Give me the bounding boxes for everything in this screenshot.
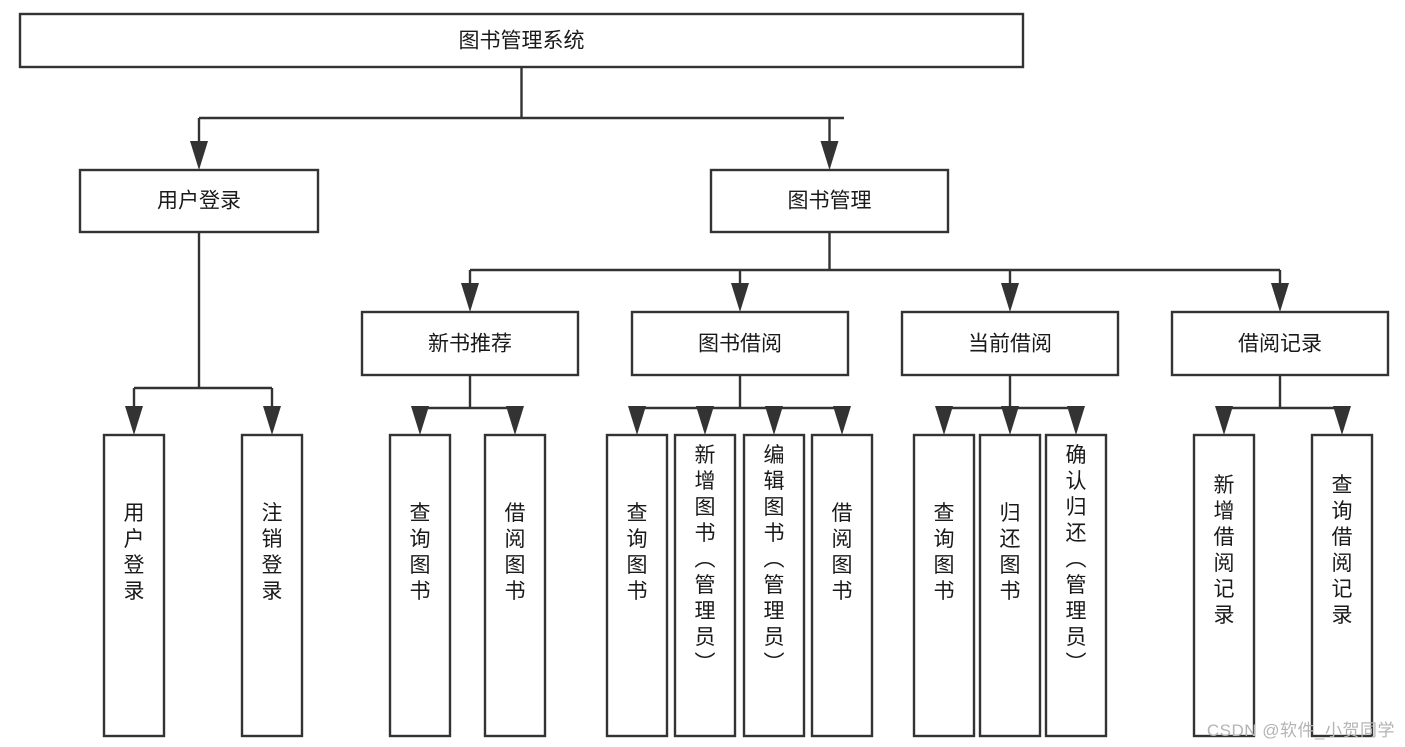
node-leaf-edit-book[interactable]: 编辑图书︵管理员︶	[742, 433, 806, 738]
node-leaf-query-borrow-record-label: 查询借阅记录	[1332, 474, 1353, 627]
arrow-to-book-management	[820, 141, 839, 170]
node-current-borrow-label: 当前借阅	[968, 333, 1052, 356]
node-leaf-borrow-book-recommend-box[interactable]	[483, 433, 547, 738]
arrow-to-leaf-add-book	[696, 406, 714, 435]
node-leaf-query-book-current[interactable]: 查询图书	[912, 433, 976, 738]
arrow-to-leaf-query-book-b	[411, 406, 429, 435]
arrow-to-leaf-query-book-c	[628, 406, 646, 435]
node-leaf-add-borrow-record-box[interactable]	[1192, 433, 1256, 738]
node-leaf-query-book-recommend-box[interactable]	[388, 433, 452, 738]
node-leaf-add-borrow-record-label: 新增借阅记录	[1214, 474, 1235, 627]
node-leaf-query-book-borrow-box[interactable]	[605, 433, 669, 738]
node-book-borrow-label: 图书借阅	[698, 333, 782, 356]
node-leaf-add-book-box[interactable]	[673, 433, 737, 738]
node-leaf-edit-book-box[interactable]	[742, 433, 806, 738]
arrow-to-book-borrow	[731, 283, 749, 312]
node-leaf-query-borrow-record-box[interactable]	[1310, 433, 1374, 738]
node-leaf-add-book[interactable]: 新增图书︵管理员︶	[673, 433, 737, 738]
node-borrow-record-box[interactable]	[1170, 310, 1390, 377]
arrow-to-leaf-edit-book	[765, 406, 783, 435]
arrow-to-leaf-add-record	[1215, 406, 1233, 435]
node-root[interactable]: 图书管理系统	[18, 12, 1025, 69]
node-leaf-logout-label: 注销登录	[262, 502, 283, 603]
connector-bookmgmt-to-level3	[468, 232, 1282, 285]
connector-root-to-level2	[197, 67, 844, 143]
node-new-book-recommend-box[interactable]	[360, 310, 580, 377]
node-leaf-user-login-box[interactable]	[102, 433, 166, 738]
node-leaf-borrow-book-borrow-box[interactable]	[810, 433, 874, 738]
arrow-to-new-book-recommend	[461, 283, 479, 312]
arrow-to-leaf-return-book	[1001, 406, 1019, 435]
node-leaf-confirm-return-box[interactable]	[1044, 433, 1108, 738]
node-book-borrow[interactable]: 图书借阅	[630, 310, 850, 377]
node-new-book-recommend-label: 新书推荐	[428, 333, 512, 356]
node-leaf-query-book-borrow[interactable]: 查询图书	[605, 433, 669, 738]
node-book-management-label: 图书管理	[788, 190, 872, 213]
node-book-management-box[interactable]	[709, 168, 950, 234]
node-leaf-query-book-recommend[interactable]: 查询图书	[388, 433, 452, 738]
node-leaf-add-borrow-record[interactable]: 新增借阅记录	[1192, 433, 1256, 738]
arrow-to-leaf-logout	[263, 406, 281, 435]
node-leaf-logout-box[interactable]	[240, 433, 304, 738]
connector-userlogin-to-leaves	[132, 232, 274, 409]
node-leaf-return-book-label: 归还图书	[1000, 502, 1021, 603]
node-borrow-record[interactable]: 借阅记录	[1170, 310, 1390, 377]
connector-borrow-to-leaves	[635, 375, 844, 412]
node-leaf-borrow-book-borrow-label: 借阅图书	[832, 502, 853, 603]
node-book-borrow-box[interactable]	[630, 310, 850, 377]
arrow-to-current-borrow	[1001, 283, 1019, 312]
arrow-to-user-login	[190, 141, 208, 170]
arrow-to-leaf-user-login	[125, 406, 143, 435]
node-leaf-user-login-label: 用户登录	[124, 502, 145, 603]
node-leaf-query-book-recommend-label: 查询图书	[410, 502, 431, 603]
node-user-login-box[interactable]	[78, 168, 320, 234]
node-leaf-borrow-book-recommend[interactable]: 借阅图书	[483, 433, 547, 738]
node-user-login-label: 用户登录	[157, 190, 241, 213]
arrow-to-leaf-query-book-d	[935, 406, 953, 435]
node-root-box[interactable]	[18, 12, 1025, 69]
arrow-to-leaf-borrow-book-b	[506, 406, 524, 435]
node-leaf-borrow-book-recommend-label: 借阅图书	[505, 502, 526, 603]
node-leaf-confirm-return[interactable]: 确认归还︵管理员︶	[1044, 433, 1108, 738]
node-borrow-record-label: 借阅记录	[1238, 333, 1322, 356]
node-leaf-logout[interactable]: 注销登录	[240, 433, 304, 738]
connector-recommend-to-leaves	[418, 375, 517, 412]
node-leaf-edit-book-label: 编辑图书︵管理员︶	[764, 444, 785, 675]
arrow-to-leaf-borrow-book-c	[833, 406, 851, 435]
node-leaf-query-borrow-record[interactable]: 查询借阅记录	[1310, 433, 1374, 738]
connector-layer	[125, 67, 1351, 435]
node-leaf-query-book-current-box[interactable]	[912, 433, 976, 738]
node-leaf-borrow-book-borrow[interactable]: 借阅图书	[810, 433, 874, 738]
node-current-borrow-box[interactable]	[900, 310, 1120, 377]
node-current-borrow[interactable]: 当前借阅	[900, 310, 1120, 377]
node-leaf-user-login[interactable]: 用户登录	[102, 433, 166, 738]
node-leaf-confirm-return-label: 确认归还︵管理员︶	[1066, 444, 1087, 675]
node-new-book-recommend[interactable]: 新书推荐	[360, 310, 580, 377]
arrow-to-borrow-record	[1271, 283, 1289, 312]
node-leaf-add-book-label: 新增图书︵管理员︶	[695, 444, 716, 675]
node-book-management[interactable]: 图书管理	[709, 168, 950, 234]
node-root-label: 图书管理系统	[459, 30, 585, 53]
node-leaf-query-book-current-label: 查询图书	[934, 502, 955, 603]
node-leaf-return-book-box[interactable]	[978, 433, 1042, 738]
arrow-to-leaf-confirm-return	[1067, 406, 1085, 435]
node-user-login[interactable]: 用户登录	[78, 168, 320, 234]
node-leaf-return-book[interactable]: 归还图书	[978, 433, 1042, 738]
arrow-to-leaf-query-record	[1333, 406, 1351, 435]
connector-record-to-leaves	[1222, 375, 1344, 412]
node-leaf-query-book-borrow-label: 查询图书	[627, 502, 648, 603]
